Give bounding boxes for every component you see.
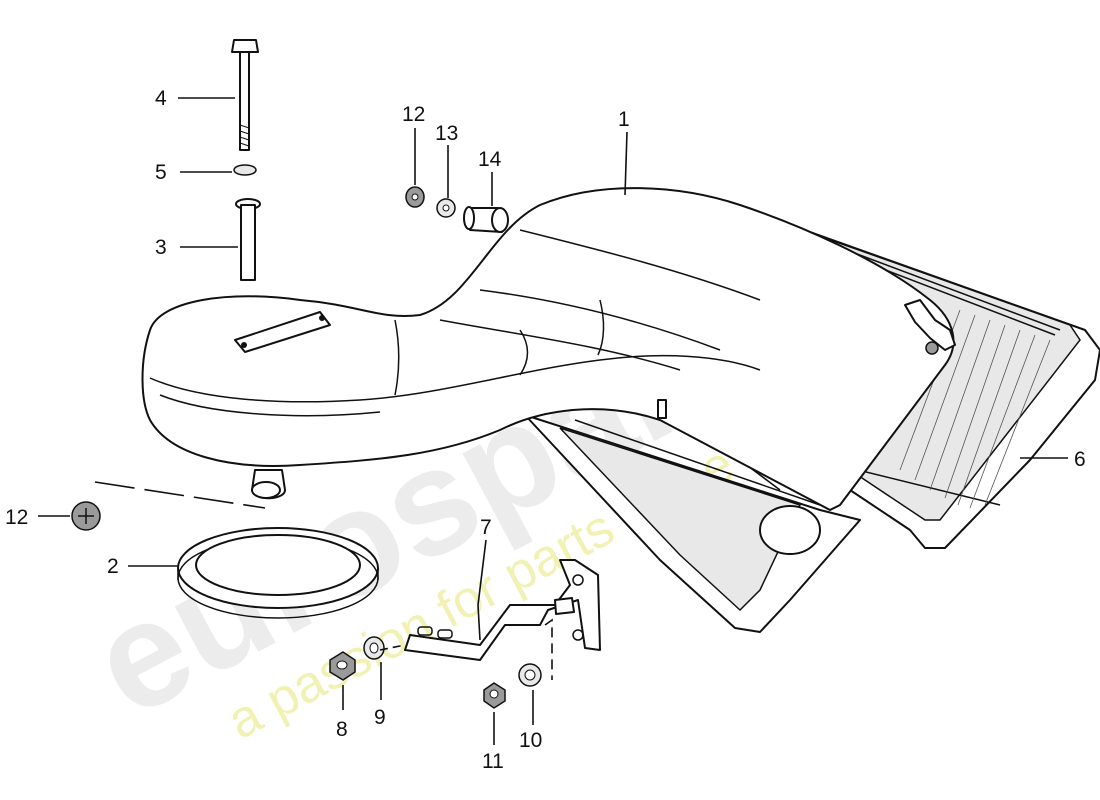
callout-3: 3 bbox=[155, 236, 167, 259]
callout-12-left: 12 bbox=[5, 506, 28, 529]
bushing-14 bbox=[463, 206, 509, 233]
bracket bbox=[404, 559, 601, 661]
sealing-ring bbox=[177, 527, 379, 619]
nut-8 bbox=[329, 651, 356, 681]
callout-12-top: 12 bbox=[402, 103, 425, 126]
callout-11: 11 bbox=[482, 750, 504, 773]
upper-housing bbox=[141, 187, 956, 511]
lower-housing bbox=[524, 414, 861, 633]
nut-12-left bbox=[71, 501, 101, 531]
nut-12-top bbox=[405, 186, 425, 208]
washer-13 bbox=[436, 198, 456, 218]
spacer-sleeve bbox=[235, 198, 261, 281]
leader-lines bbox=[38, 97, 1068, 745]
callout-5: 5 bbox=[155, 161, 167, 184]
nut-11 bbox=[483, 682, 506, 709]
washer-5 bbox=[233, 164, 257, 176]
callout-7: 7 bbox=[480, 516, 492, 539]
callout-2: 2 bbox=[107, 555, 119, 578]
washer-10 bbox=[518, 663, 542, 687]
callout-14: 14 bbox=[478, 148, 502, 171]
callout-10: 10 bbox=[519, 729, 542, 752]
callout-4: 4 bbox=[155, 87, 167, 110]
callout-6: 6 bbox=[1074, 448, 1086, 471]
bolt bbox=[231, 39, 259, 151]
callout-9: 9 bbox=[374, 706, 386, 729]
callout-1: 1 bbox=[618, 108, 630, 131]
callout-8: 8 bbox=[336, 718, 348, 741]
callout-13: 13 bbox=[435, 122, 458, 145]
washer-9 bbox=[363, 636, 385, 660]
callouts: 1 2 3 4 5 6 7 8 9 10 11 12 12 13 14 bbox=[5, 87, 1086, 773]
